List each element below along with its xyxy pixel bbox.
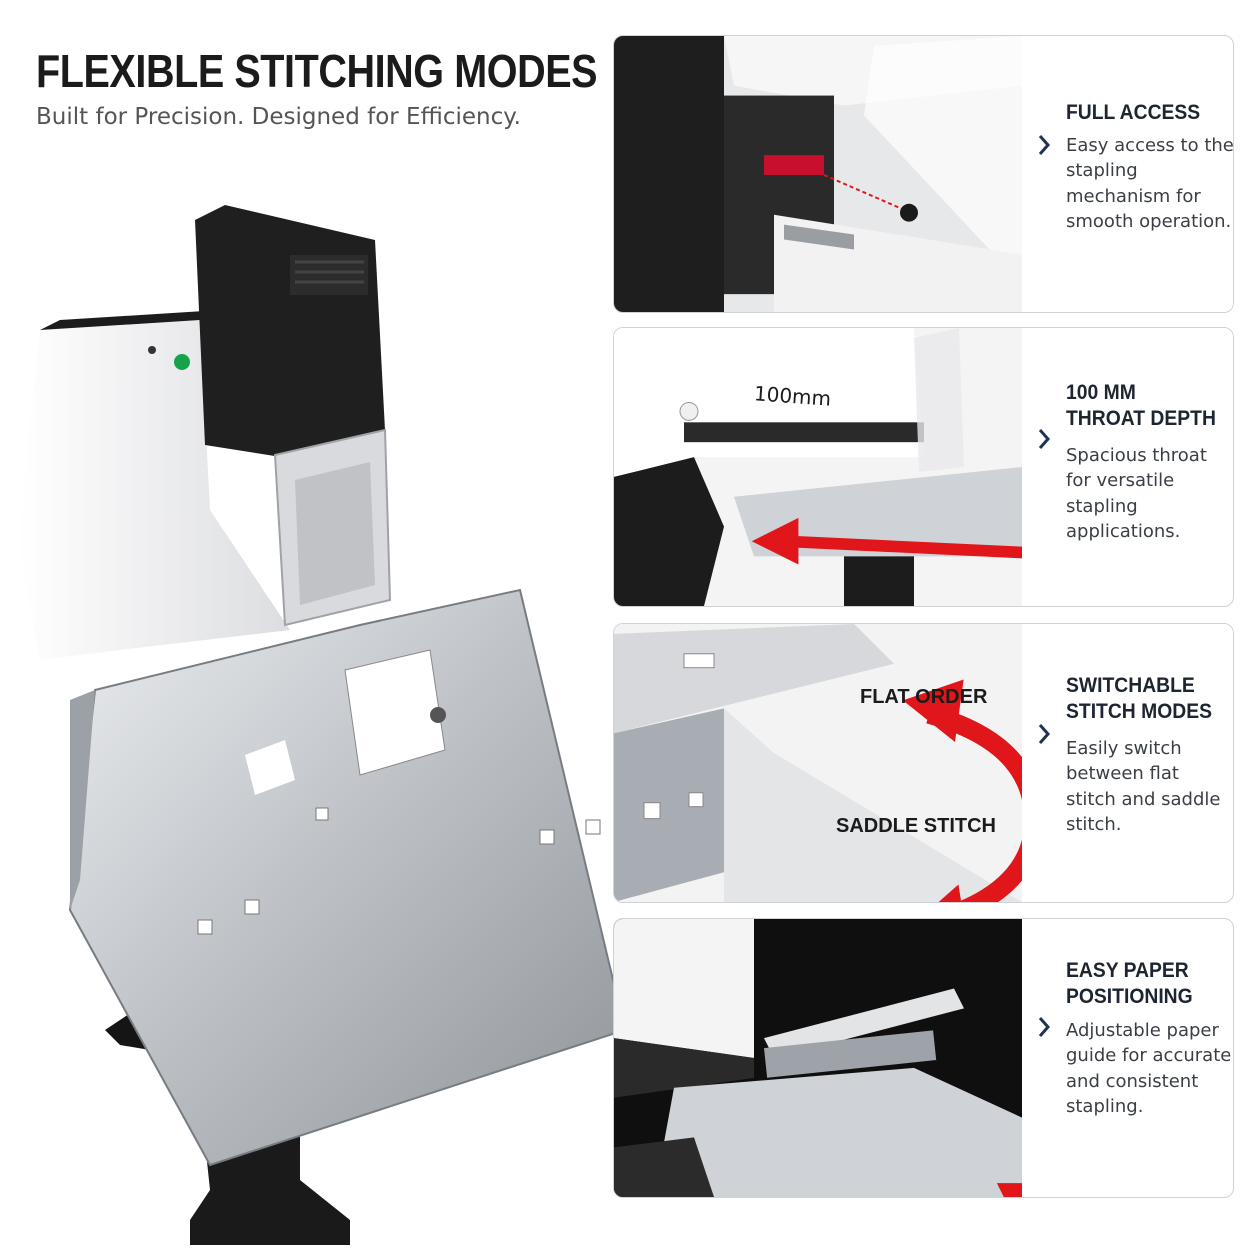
feature-title-line: SWITCHABLE <box>1066 674 1195 697</box>
feature-card-paper-positioning: EASY PAPER POSITIONING Adjustable paper … <box>613 918 1234 1198</box>
feature-title: 100 MM THROAT DEPTH <box>1066 380 1222 432</box>
chevron-right-icon <box>1038 1017 1050 1037</box>
feature-title-line: EASY PAPER <box>1066 959 1189 982</box>
chevron-right-icon <box>1038 135 1050 155</box>
feature-title-line: THROAT DEPTH <box>1066 407 1216 430</box>
feature-card-full-access: FULL ACCESS Easy access to the stapling … <box>613 35 1234 313</box>
feature-title: EASY PAPER POSITIONING <box>1066 958 1222 1010</box>
page-title: FLEXIBLE STITCHING MODES <box>36 45 598 97</box>
saddle-stitch-label: SADDLE STITCH <box>836 815 996 837</box>
feature-title: SWITCHABLE STITCH MODES <box>1066 673 1222 725</box>
chevron-right-icon <box>1038 724 1050 744</box>
feature-photo-mechanism <box>614 36 1022 312</box>
feature-photo-paper-guide <box>614 919 1022 1197</box>
feature-title-line: 100 MM <box>1066 381 1136 404</box>
arrow-down-icon <box>996 1183 1022 1197</box>
feature-description: Easily switch between flat stitch and sa… <box>1066 738 1221 836</box>
feature-title-line: POSITIONING <box>1066 985 1193 1008</box>
feature-title-line: FULL ACCESS <box>1066 101 1201 124</box>
feature-card-stitch-modes: FLAT ORDER SADDLE STITCH SWITCHABLE STIT… <box>613 623 1234 903</box>
chevron-right-icon <box>1038 429 1050 449</box>
page-subtitle: Built for Precision. Designed for Effici… <box>36 104 521 130</box>
switch-arrows-icon <box>902 679 1022 902</box>
feature-photo-throat: 100mm <box>614 328 1022 606</box>
feature-photo-plate: FLAT ORDER SADDLE STITCH <box>614 624 1022 902</box>
feature-card-throat-depth: 100mm 100 MM THROAT DEPTH Spacious throa… <box>613 327 1234 607</box>
feature-title-line: STITCH MODES <box>1066 700 1212 723</box>
feature-description: Adjustable paper guide for accurate and … <box>1066 1020 1232 1118</box>
flat-order-label: FLAT ORDER <box>860 686 988 708</box>
feature-title: FULL ACCESS <box>1066 100 1222 126</box>
hero-stapler-image <box>0 180 640 1254</box>
double-arrow-icon <box>751 517 1022 565</box>
feature-description: Spacious throat for versatile stapling a… <box>1066 445 1207 543</box>
feature-description: Easy access to the stapling mechanism fo… <box>1066 135 1234 233</box>
